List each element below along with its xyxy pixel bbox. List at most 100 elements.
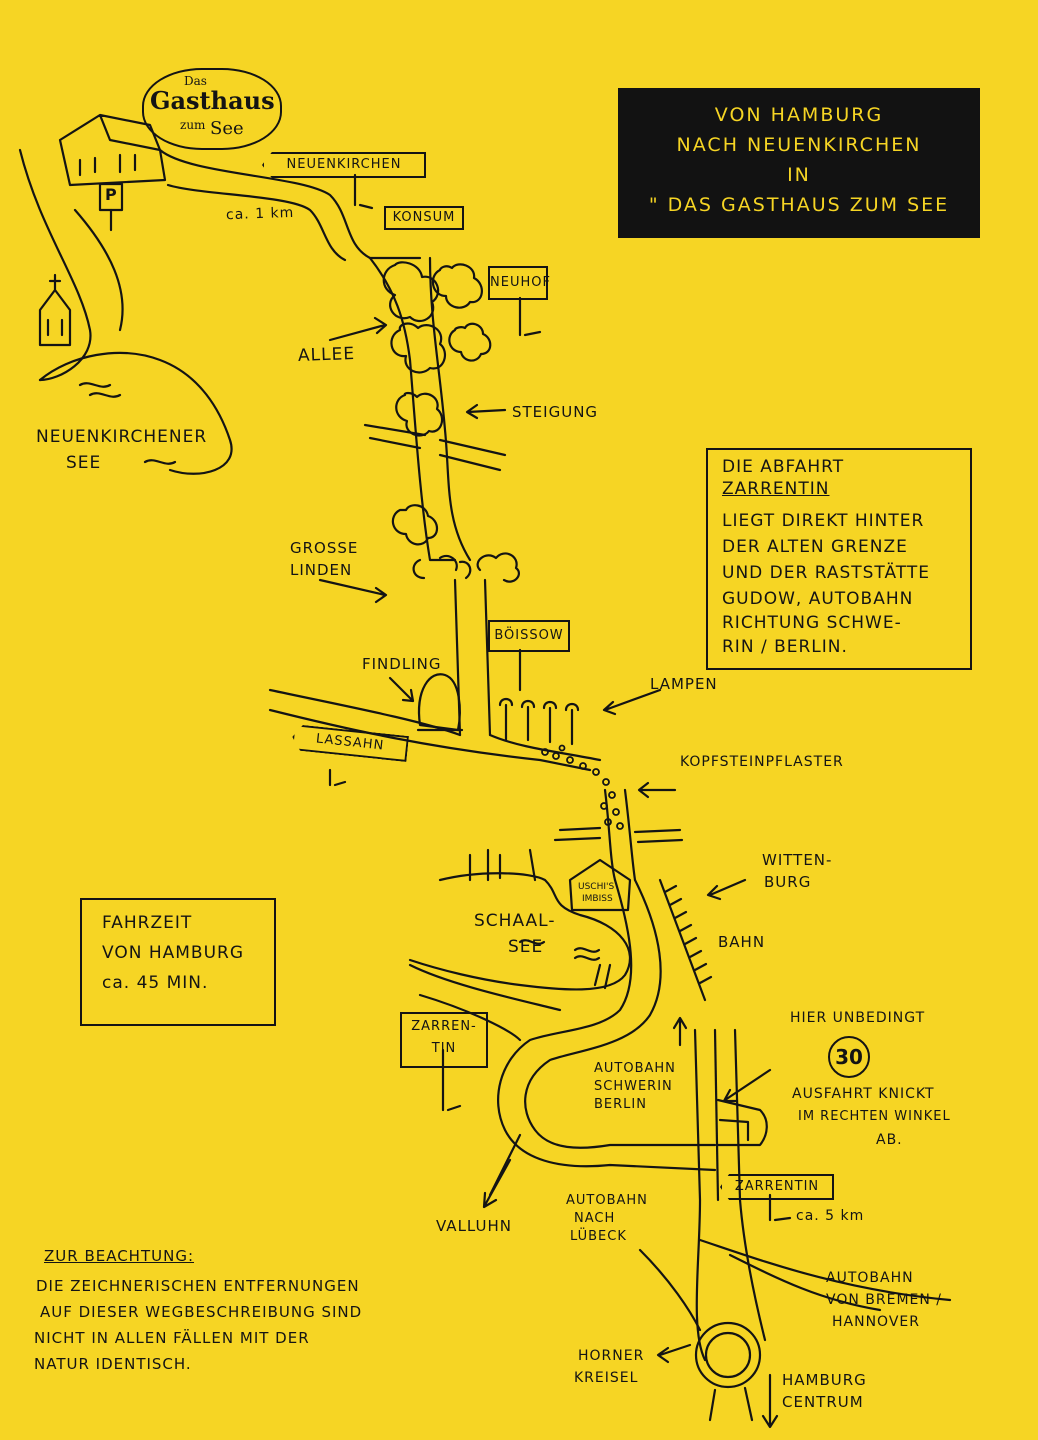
- title-line-1: VON HAMBURG: [714, 104, 884, 126]
- title-line-3: IN: [787, 164, 811, 186]
- label-horner-1: HORNER: [578, 1348, 645, 1364]
- neuenkirchener-see-shore: [38, 351, 233, 475]
- label-autobahn-luebeck-3: LÜBECK: [570, 1229, 627, 1244]
- sign-konsum: KONSUM: [384, 206, 464, 230]
- logo-line-1: Das: [184, 74, 207, 88]
- sign-zarrentin-exit: ZARRENTIN: [720, 1174, 834, 1200]
- label-grosse-linden-1: GROSSE: [290, 539, 359, 557]
- abfahrt-title-2: ZARRENTIN: [722, 479, 830, 499]
- schaalsee-shore: [408, 872, 631, 991]
- road-south-east: [524, 878, 717, 1149]
- parking-label: P: [105, 185, 118, 204]
- church-icon: [38, 273, 72, 347]
- road-lower-b: [483, 578, 492, 737]
- beachtung-line-4: NATUR IDENTISCH.: [34, 1355, 192, 1373]
- label-horner-2: KREISEL: [574, 1370, 639, 1386]
- gasthaus-icon: [58, 113, 167, 187]
- autobahn-exit: [716, 1098, 768, 1147]
- sign-zarrentin-town: ZARREN- TIN: [400, 1012, 488, 1068]
- label-distance-5km: ca. 5 km: [796, 1208, 865, 1224]
- label-distance-1km: ca. 1 km: [225, 204, 295, 224]
- label-valluhn: VALLUHN: [436, 1217, 513, 1235]
- beachtung-line-2: AUF DIESER WEGBESCHREIBUNG SIND: [40, 1303, 363, 1321]
- abfahrt-title-1: DIE ABFAHRT: [722, 457, 845, 477]
- autobahn-lane-3: [733, 1028, 767, 1342]
- railway: [658, 878, 707, 1002]
- title-banner: VON HAMBURG NACH NEUENKIRCHEN IN " DAS G…: [618, 88, 980, 238]
- label-lampen: LAMPEN: [650, 675, 718, 693]
- lamps-icon: [498, 697, 580, 746]
- label-autobahn-luebeck-1: AUTOBAHN: [566, 1193, 648, 1208]
- label-schaalsee-1: SCHAAL-: [474, 911, 556, 931]
- findling-icon: [417, 673, 461, 732]
- title-line-4: " DAS GASTHAUS ZUM SEE: [648, 194, 950, 216]
- label-allee: ALLEE: [297, 344, 356, 366]
- reeds: [468, 848, 612, 990]
- autobahn-lane-2: [713, 1028, 720, 1202]
- label-grosse-linden-2: LINDEN: [290, 561, 353, 579]
- road-zarrentin-west: [408, 963, 562, 1012]
- abfahrt-body-4: GUDOW, AUTOBAHN: [722, 589, 914, 609]
- fahrzeit-note-box: FAHRZEIT VON HAMBURG ca. 45 MIN.: [80, 898, 276, 1026]
- fahrzeit-2: VON HAMBURG: [102, 943, 245, 963]
- label-kopfsteinpflaster: KOPFSTEINPFLASTER: [680, 754, 844, 770]
- beachtung-line-1: DIE ZEICHNERISCHEN ENTFERNUNGEN: [36, 1277, 360, 1295]
- label-autobahn-schwerin-1: AUTOBAHN: [594, 1061, 676, 1076]
- horner-kreisel: [694, 1321, 762, 1389]
- abfahrt-body-2: DER ALTEN GRENZE: [722, 537, 908, 557]
- label-ausfahrt-3: AB.: [876, 1132, 903, 1148]
- road-horner: [728, 1253, 882, 1312]
- autobahn-exit-inner: [718, 1118, 750, 1142]
- sign-neuhof: NEUHOF: [488, 266, 550, 300]
- logo-line-3: zum: [180, 118, 206, 132]
- abfahrt-note-box: DIE ABFAHRT ZARRENTIN LIEGT DIREKT HINTE…: [706, 448, 972, 670]
- beachtung-line-3: NICHT IN ALLEN FÄLLEN MIT DER: [34, 1329, 310, 1347]
- road-cobbles-top: [488, 733, 602, 762]
- label-lake-neuenkirchener-2: SEE: [66, 453, 102, 473]
- label-hier-unbedingt: HIER UNBEDINGT: [790, 1010, 926, 1026]
- road-gasthaus-right: [166, 183, 347, 262]
- label-lake-neuenkirchener-1: NEUENKIRCHENER: [36, 427, 208, 447]
- sign-boissow: BÖISSOW: [488, 620, 570, 652]
- road-luebeck-diag: [638, 1248, 702, 1332]
- road-lassahn-top: [268, 688, 462, 737]
- fahrzeit-1: FAHRZEIT: [102, 913, 193, 933]
- abfahrt-body-6: RIN / BERLIN.: [722, 637, 848, 657]
- label-autobahn-luebeck-2: NACH: [574, 1211, 616, 1226]
- sign-neuenkirchen: NEUENKIRCHEN: [262, 152, 426, 178]
- road-zarrentin-branch: [418, 993, 522, 1042]
- speed-limit-sign: 30: [828, 1036, 870, 1078]
- label-wittenburg-1: WITTEN-: [762, 851, 833, 869]
- label-autobahn-schwerin-3: BERLIN: [594, 1097, 647, 1112]
- sign-posts: [328, 173, 792, 1222]
- road-bremen: [698, 1238, 952, 1302]
- label-findling: FINDLING: [362, 655, 442, 673]
- label-uschis-imbiss-1: USCHI'S: [578, 882, 615, 892]
- label-uschis-imbiss-2: IMBISS: [582, 894, 613, 904]
- abfahrt-body-5: RICHTUNG SCHWE-: [722, 613, 902, 633]
- road-mid-east: [623, 788, 637, 882]
- label-ausfahrt-2: IM RECHTEN WINKEL: [798, 1109, 951, 1124]
- abfahrt-body-1: LIEGT DIREKT HINTER: [722, 511, 925, 531]
- label-steigung: STEIGUNG: [512, 403, 599, 421]
- cobblestones: [541, 744, 624, 830]
- label-schaalsee-2: SEE: [508, 937, 544, 957]
- autobahn-lane-1: [693, 1028, 707, 1362]
- label-hamburg-2: CENTRUM: [782, 1393, 864, 1411]
- title-line-2: NACH NEUENKIRCHEN: [676, 134, 922, 156]
- label-autobahn-schwerin-2: SCHWERIN: [594, 1079, 673, 1094]
- pointer-arrows: [318, 316, 779, 1429]
- imbiss-icon: [568, 858, 632, 912]
- road-mid-west: [603, 788, 617, 882]
- beachtung-title: ZUR BEACHTUNG:: [44, 1247, 195, 1265]
- label-autobahn-bremen-2: VON BREMEN /: [826, 1292, 943, 1308]
- fahrzeit-3: ca. 45 MIN.: [102, 973, 209, 993]
- label-wittenburg-2: BURG: [764, 873, 812, 891]
- label-autobahn-bremen-3: HANNOVER: [832, 1314, 920, 1330]
- road-lassahn-bottom: [268, 708, 592, 772]
- allee-trees: [382, 261, 520, 583]
- road-south-west: [497, 878, 717, 1172]
- label-bahn: BAHN: [718, 933, 766, 951]
- water-marks: [78, 382, 684, 961]
